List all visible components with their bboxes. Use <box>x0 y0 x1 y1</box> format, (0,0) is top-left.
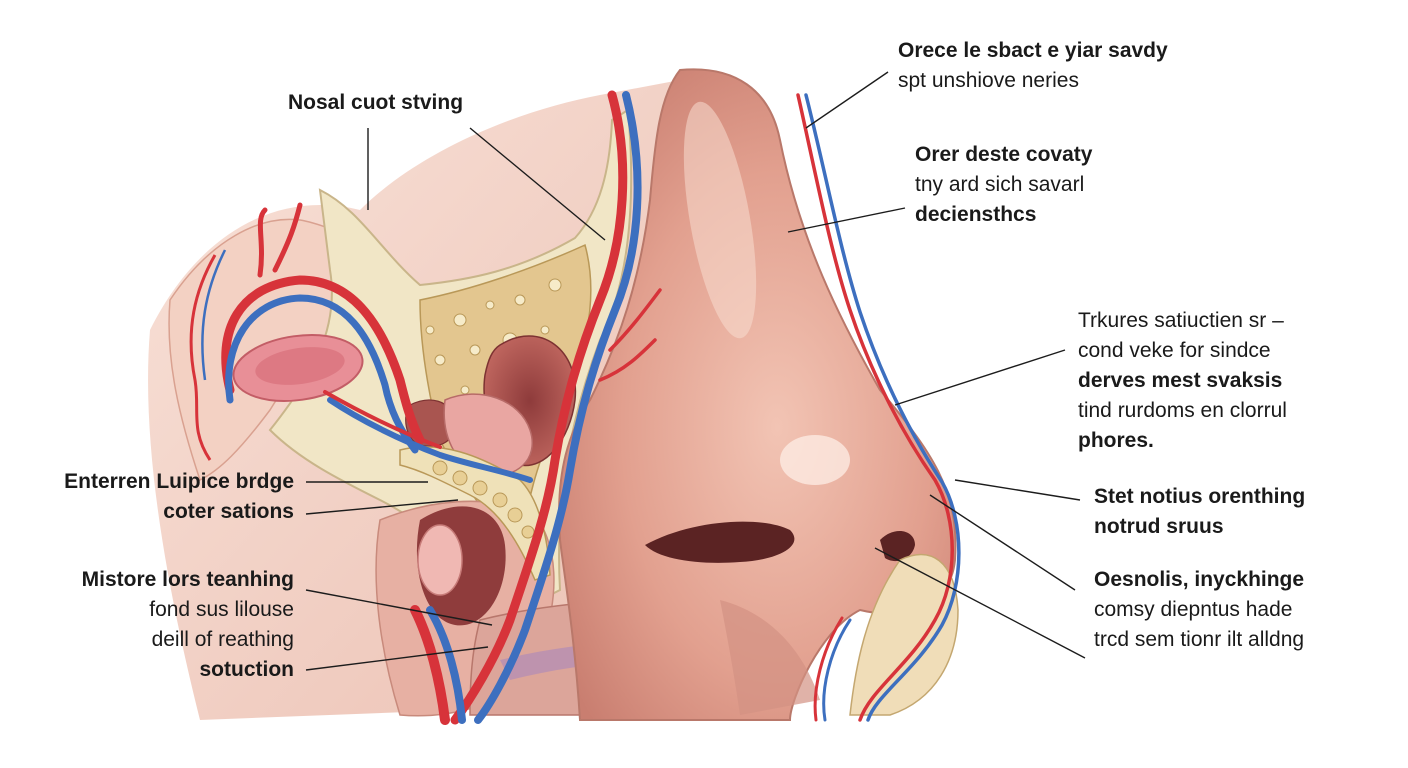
vein-left-loop <box>225 294 419 454</box>
label-lower-left: Mistore lors teanhing fond sus lilouse d… <box>20 565 294 685</box>
mucosa-inner <box>255 347 345 385</box>
label-upper-right: Orer deste covaty tny ard sich savarl de… <box>915 140 1092 230</box>
label-line: notrud sruus <box>1094 515 1224 538</box>
label-line: comsy diepntus hade <box>1094 598 1293 621</box>
vein-right-inner <box>822 618 852 722</box>
label-top-right: Orece le sbact e yiar savdy spt unshiove… <box>898 36 1168 96</box>
label-line: derves mest svaksis <box>1078 369 1283 392</box>
artery-left-tissue <box>189 254 217 461</box>
label-nasal-top: Nosal cuot stving <box>288 88 463 118</box>
artery-right-edge <box>796 93 954 722</box>
artery-right-inner <box>813 616 844 722</box>
leader-lower-left-1 <box>305 589 493 626</box>
artery-bridge <box>323 390 442 449</box>
vessel-bridge <box>327 397 533 483</box>
nose-highlight-bridge <box>683 101 757 339</box>
label-mid-right: Trkures satiuctien sr – cond veke for si… <box>1078 306 1287 456</box>
label-line: Trkures satiuctien sr – <box>1078 309 1284 332</box>
label-mid-left: Enterren Luipice brdge coter sations <box>20 467 294 527</box>
label-line: Mistore lors teanhing <box>81 568 294 591</box>
leader-mid-left-2 <box>305 499 459 515</box>
artery-left-loop <box>221 275 425 445</box>
label-line: Orece le sbact e yiar savdy <box>898 39 1168 62</box>
label-line: cond veke for sindce <box>1078 339 1271 362</box>
label-lower-right-b: Oesnolis, inyckhinge comsy diepntus hade… <box>1094 565 1304 655</box>
label-line: tind rurdoms en clorrul <box>1078 399 1287 422</box>
vein-left-tissue <box>201 249 227 381</box>
label-line: Orer deste covaty <box>915 143 1093 166</box>
label-line: deciensthcs <box>915 203 1037 226</box>
vein-central <box>474 91 642 724</box>
tonsil-tissue <box>417 524 463 596</box>
cheek-right <box>849 553 959 716</box>
artery-branch-up <box>257 202 303 278</box>
leader-lower-right-b1 <box>929 494 1076 591</box>
label-line: tny ard sich savarl <box>915 173 1085 196</box>
artery-branch-mid <box>598 288 662 382</box>
leader-lines <box>305 71 1086 671</box>
bridge-bone <box>399 446 551 581</box>
leader-upper-right <box>787 207 906 233</box>
label-line: fond sus lilouse <box>149 598 294 621</box>
bridge-beads <box>432 460 535 539</box>
label-line: coter sations <box>163 500 294 523</box>
leader-lower-right-b2 <box>874 547 1086 659</box>
nostril-right <box>880 530 915 562</box>
vein-right-edge <box>804 93 961 722</box>
label-line: deill of reathing <box>151 628 294 651</box>
label-line: phores. <box>1078 429 1154 452</box>
artery-lower-left <box>410 605 450 725</box>
vein-lower-left <box>426 606 466 724</box>
label-lower-right-a: Stet notius orenthing notrud sruus <box>1094 482 1305 542</box>
label-line: spt unshiove neries <box>898 69 1079 92</box>
label-line: Oesnolis, inyckhinge <box>1094 568 1305 591</box>
label-line: Enterren Luipice brdge <box>64 470 294 493</box>
leader-top-right <box>805 71 889 129</box>
leader-mid-right <box>894 349 1066 406</box>
label-line: sotuction <box>199 658 295 681</box>
label-line: trcd sem tionr ilt alldng <box>1094 628 1305 651</box>
leader-lower-left-2 <box>305 646 489 671</box>
leader-top-left-2 <box>469 127 606 241</box>
artery-central <box>450 90 628 725</box>
nostril-left <box>645 521 795 563</box>
nose-external <box>558 68 957 721</box>
label-line: Nosal cuot stving <box>288 91 464 114</box>
leader-lower-right-a <box>954 479 1081 501</box>
label-line: Stet notius orenthing <box>1094 485 1306 508</box>
nose-highlight-tip <box>780 435 850 485</box>
upper-lip <box>720 600 820 715</box>
